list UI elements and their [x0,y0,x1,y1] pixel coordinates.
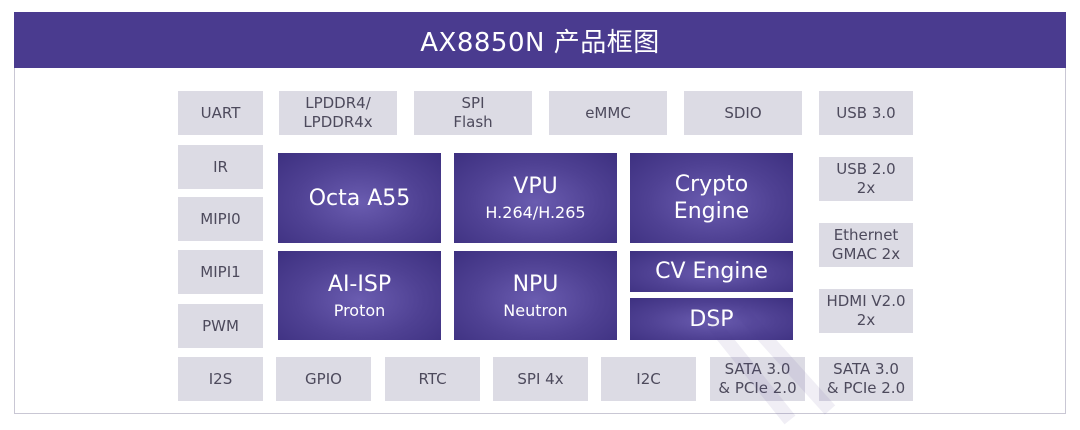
block-gpio: GPIO [276,357,371,401]
block-sdio: SDIO [684,91,802,135]
block-uart: UART [178,91,263,135]
core-vpu: VPU H.264/H.265 [454,153,617,243]
block-ir: IR [178,145,263,189]
block-emmc: eMMC [549,91,667,135]
block-sata-pcie-bottom: SATA 3.0& PCIe 2.0 [710,357,805,401]
core-ai-isp: AI-ISP Proton [278,251,441,340]
block-spi4x: SPI 4x [493,357,588,401]
core-crypto-engine: Crypto Engine [630,153,793,243]
diagram-title: AX8850N 产品框图 [14,12,1066,68]
core-dsp: DSP [630,298,793,340]
block-rtc: RTC [385,357,480,401]
block-mipi1: MIPI1 [178,250,263,294]
block-sata-pcie-right: SATA 3.0& PCIe 2.0 [819,357,913,401]
block-lpddr4: LPDDR4/LPDDR4x [279,91,397,135]
block-usb30: USB 3.0 [819,91,913,135]
block-i2s: I2S [178,357,263,401]
core-octa-a55: Octa A55 [278,153,441,243]
watermark-graphic [704,305,836,425]
block-mipi0: MIPI0 [178,197,263,241]
core-cv-engine: CV Engine [630,251,793,292]
block-i2c: I2C [601,357,696,401]
block-pwm: PWM [178,304,263,348]
core-npu: NPU Neutron [454,251,617,340]
